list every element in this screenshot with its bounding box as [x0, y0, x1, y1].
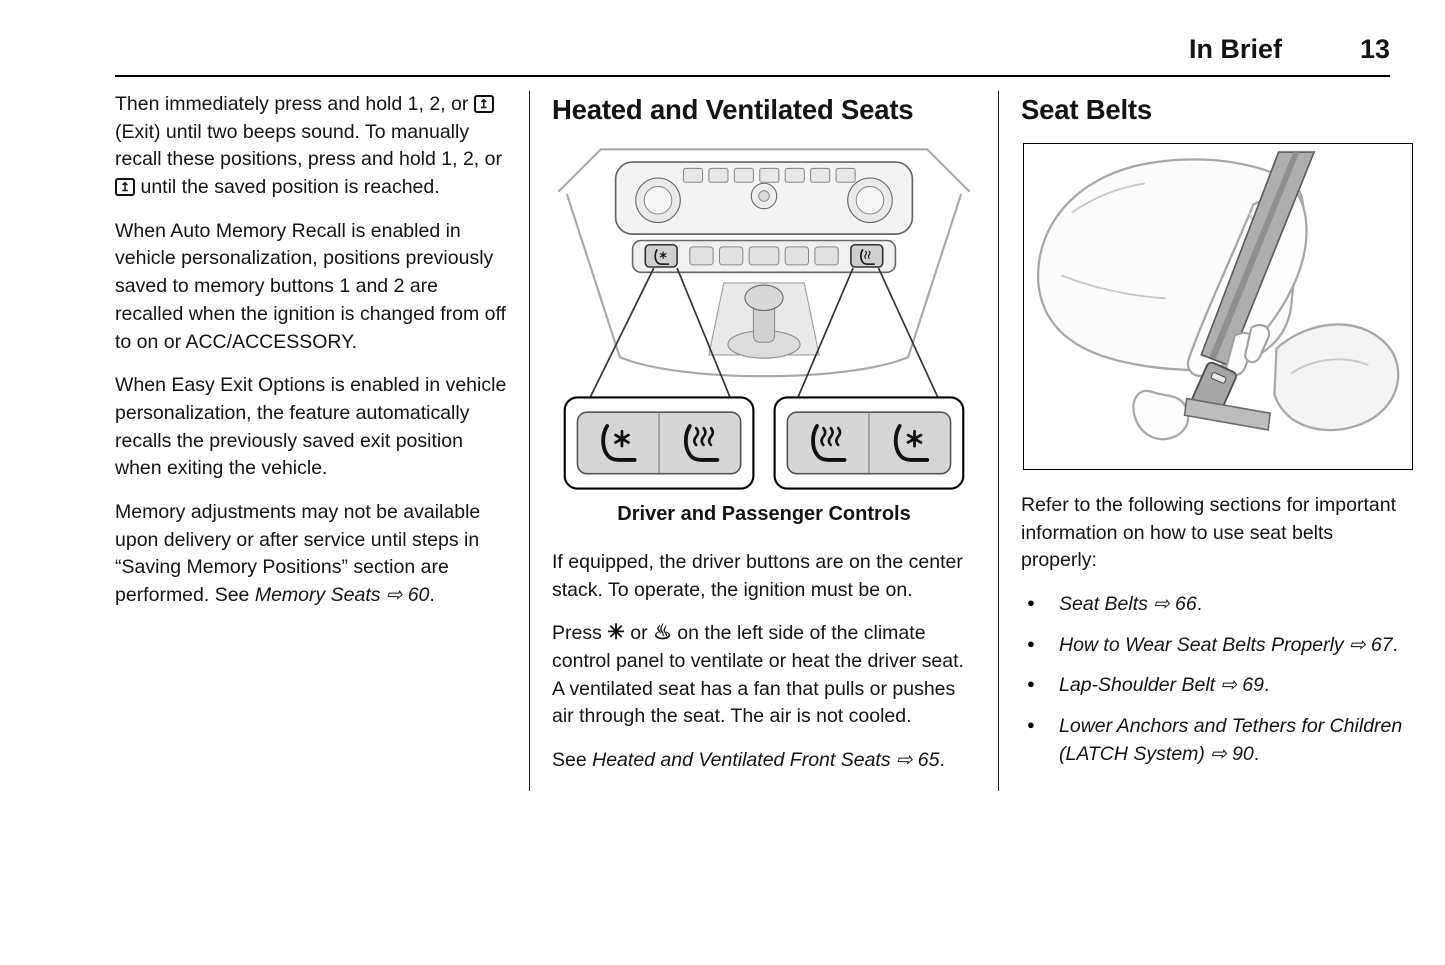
exit-icon: ↥ — [473, 95, 494, 113]
section-heading-seat-belts: Seat Belts — [1021, 94, 1152, 125]
middle-paragraphs: If equipped, the driver buttons are on t… — [552, 549, 976, 775]
header-rule — [115, 75, 1390, 77]
middle-column: Heated and Ventilated Seats — [552, 91, 976, 791]
section-title: In Brief — [1188, 34, 1282, 64]
column-divider — [998, 91, 999, 791]
body-paragraph: Memory adjustments may not be available … — [115, 500, 481, 606]
seat-belt-figure — [1023, 142, 1413, 470]
reference-item: How to Wear Seat Belts Properly ⇨ 67. — [1021, 632, 1413, 660]
seat-belt-reference-list: Seat Belts ⇨ 66. How to Wear Seat Belts P… — [1021, 591, 1413, 768]
reference-item: Lap-Shoulder Belt ⇨ 69. — [1021, 672, 1413, 700]
body-paragraph: Press ✳ or ♨ on the left side of the cli… — [552, 621, 964, 728]
reference-item: Seat Belts ⇨ 66. — [1021, 591, 1413, 619]
seat-belts-intro: Refer to the following sections for impo… — [1021, 492, 1413, 575]
body-paragraph: See Heated and Ventilated Front Seats ⇨ … — [552, 748, 945, 771]
page-number: 13 — [1359, 34, 1390, 64]
reference-item: Lower Anchors and Tethers for Children (… — [1021, 713, 1413, 768]
left-column: Then immediately press and hold 1, 2, or… — [115, 91, 507, 791]
page-header: In Brief 13 — [115, 34, 1390, 65]
body-paragraph: Refer to the following sections for impo… — [1021, 493, 1397, 572]
section-heading-heated-seats: Heated and Ventilated Seats — [552, 94, 914, 125]
body-paragraph: Then immediately press and hold 1, 2, or… — [115, 93, 502, 199]
ventilated-seat-icon: ✳ — [607, 621, 625, 645]
column-divider — [529, 91, 530, 791]
body-paragraph: If equipped, the driver buttons are on t… — [552, 550, 963, 601]
figure-caption: Driver and Passenger Controls — [617, 503, 911, 526]
seat-belt-illustration — [1037, 150, 1400, 440]
content-columns: Then immediately press and hold 1, 2, or… — [115, 91, 1413, 791]
center-console-illustration — [557, 147, 971, 490]
heated-seat-icon: ♨ — [653, 621, 672, 645]
manual-page: In Brief 13 Then immediately press and h… — [0, 0, 1445, 791]
exit-icon: ↥ — [115, 178, 136, 197]
right-column: Seat Belts — [1021, 91, 1413, 791]
body-paragraph: When Auto Memory Recall is enabled in ve… — [115, 219, 506, 353]
body-paragraph: When Easy Exit Options is enabled in veh… — [115, 374, 507, 480]
